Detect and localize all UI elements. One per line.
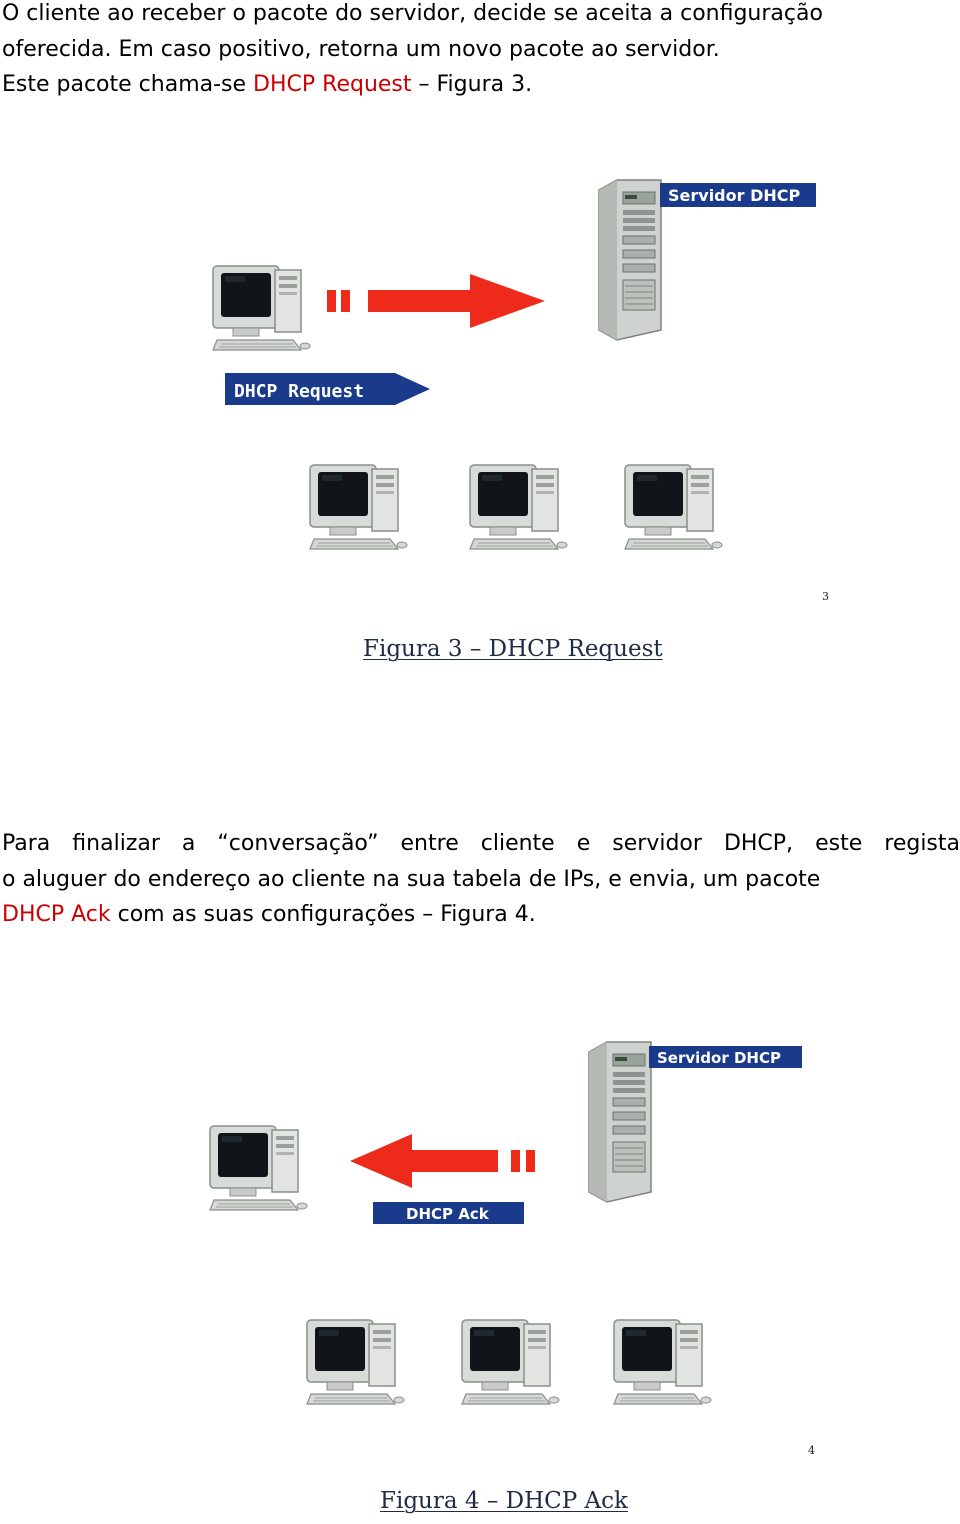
figure-caption: Figura 4 – DHCP Ack: [380, 1488, 628, 1514]
server-label-box: Servidor DHCP: [660, 183, 816, 207]
figure-caption: Figura 3 – DHCP Request: [363, 636, 663, 662]
dhcp-request-term: DHCP Request: [253, 72, 412, 97]
conclusion-line-3: DHCP Ack com as suas configurações – Fig…: [2, 897, 960, 933]
network-computer-icon: [306, 1319, 405, 1405]
client-computer-icon: [209, 1125, 308, 1211]
conclusion-line-1: Para finalizar a “conversação” entre cli…: [2, 831, 960, 856]
conclusion-paragraph: Para finalizar a “conversação” entre cli…: [2, 826, 960, 933]
intro-line-2: oferecida. Em caso positivo, retorna um …: [2, 36, 720, 62]
intro-line-3: Este pacote chama-se DHCP Request – Figu…: [2, 67, 960, 103]
figure-3-reference: – Figura 3.: [411, 72, 533, 97]
intro-line-1: O cliente ao receber o pacote do servido…: [2, 1, 823, 26]
network-computer-icon: [461, 1319, 560, 1405]
intro-line-3-text: Este pacote chama-se: [2, 72, 254, 97]
server-icon: [588, 1041, 652, 1203]
conclusion-line-2: o aluguer do endereço ao cliente na sua …: [2, 866, 821, 892]
packet-label-box: DHCP Ack: [373, 1202, 524, 1224]
server-label-box: Servidor DHCP: [649, 1046, 802, 1068]
figure-page-number: 4: [808, 1444, 815, 1457]
server-label: Servidor DHCP: [668, 186, 801, 205]
packet-label: DHCP Ack: [406, 1205, 490, 1223]
packet-label-box: DHCP Request: [225, 373, 430, 405]
ack-arrow-icon: [350, 1134, 535, 1188]
packet-label: DHCP Request: [234, 381, 364, 402]
intro-paragraph: O cliente ao receber o pacote do servido…: [2, 0, 960, 103]
figure-page-number: 3: [822, 590, 829, 603]
dhcp-ack-term: DHCP Ack: [2, 902, 111, 927]
figure-4-reference: com as suas configurações – Figura 4.: [110, 902, 536, 927]
network-computer-icon: [613, 1319, 712, 1405]
server-label: Servidor DHCP: [657, 1049, 781, 1067]
request-arrow-icon: [327, 274, 545, 328]
